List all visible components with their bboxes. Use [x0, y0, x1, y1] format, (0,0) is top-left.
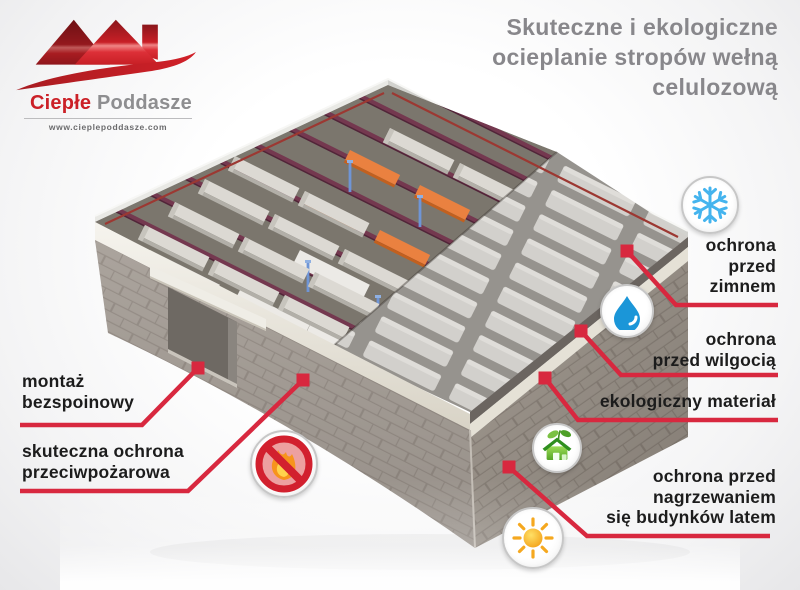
- anchor-square: [502, 460, 516, 474]
- ring-beam-left: [95, 222, 470, 432]
- sun-icon: [502, 507, 564, 569]
- window-opening: [150, 266, 266, 388]
- snowflake-icon: [681, 176, 739, 234]
- anchor-square: [296, 373, 310, 387]
- connector-summer-heat: [507, 465, 770, 539]
- bottom-fade: [60, 460, 740, 590]
- anchor-square: [538, 371, 552, 385]
- roof-logo-icon: [16, 19, 196, 91]
- no-fire-icon: [250, 430, 318, 498]
- connector-fireproof: [20, 378, 305, 494]
- water-drop-icon: [600, 284, 654, 338]
- callout-label-moisture: ochrona przed wilgocią: [652, 329, 776, 370]
- connector-cold: [625, 249, 778, 308]
- website-url: www.cieplepoddasze.com: [48, 122, 168, 132]
- eco-house-icon: [532, 423, 582, 473]
- logo-divider: [24, 118, 192, 119]
- callout-label-summer-heat: ochrona przed nagrzewaniem się budynków …: [606, 466, 776, 527]
- anchor-square: [191, 361, 205, 375]
- connector-eco: [543, 376, 778, 423]
- callout-label-fireproof: skuteczna ochrona przeciwpożarowa: [22, 441, 184, 482]
- brand-name-secondary: Poddasze: [97, 92, 192, 114]
- callout-label-eco: ekologiczny materiał: [599, 391, 776, 411]
- callout-label-seamless: montaż bezspoinowy: [22, 371, 135, 412]
- callout-label-cold: ochrona przed zimnem: [705, 235, 776, 296]
- roof-insulation-strips: [331, 151, 688, 412]
- company-logo: Ciepłe Poddasze www.cieplepoddasze.com: [10, 8, 206, 132]
- anchor-square: [574, 324, 588, 338]
- page-title: Skuteczne i ekologiczne ocieplanie strop…: [492, 14, 778, 100]
- brand-name-primary: Ciepłe: [30, 92, 92, 114]
- connector-seamless: [20, 366, 200, 428]
- anchor-square: [620, 244, 634, 258]
- connector-moisture: [579, 329, 778, 378]
- perimeter-beam-line: [104, 92, 679, 238]
